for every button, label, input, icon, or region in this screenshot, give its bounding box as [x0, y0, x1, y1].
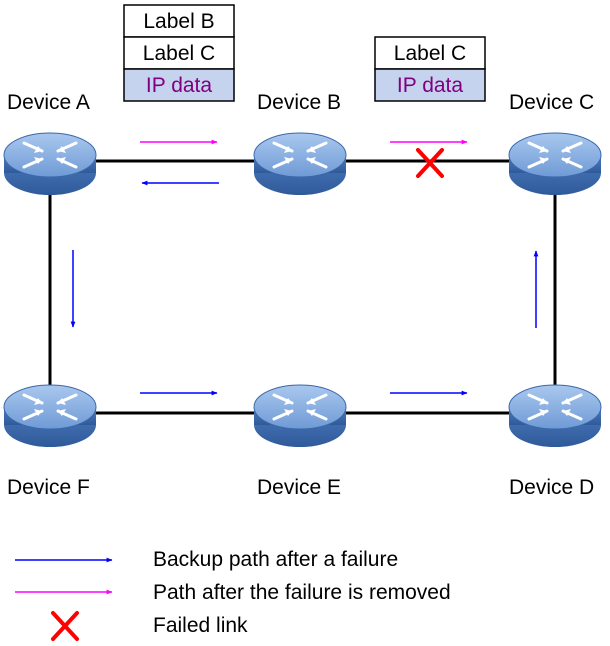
label-stack-a-b: Label B Label C IP data	[123, 4, 235, 102]
router-icon	[507, 383, 603, 449]
router-icon	[252, 131, 348, 197]
stack-cell: Label C	[143, 42, 215, 65]
links	[48, 159, 557, 415]
legend-backup-label: Backup path after a failure	[153, 548, 398, 571]
router-icon	[2, 131, 98, 197]
legend-restored-label: Path after the failure is removed	[153, 581, 451, 604]
stack-cell: Label B	[143, 10, 214, 33]
device-d-label: Device D	[509, 476, 594, 499]
label-stack-b-c: Label C IP data	[374, 36, 486, 102]
stack-cell-ip-data: IP data	[146, 74, 212, 97]
legend-failed-label: Failed link	[153, 614, 248, 637]
device-b-label: Device B	[257, 91, 341, 114]
router-icon	[507, 131, 603, 197]
device-e-label: Device E	[257, 476, 341, 499]
failure-x-icon	[416, 148, 444, 178]
stack-cell-ip-data: IP data	[397, 74, 463, 97]
router-icon	[2, 383, 98, 449]
stack-cell: Label C	[394, 42, 466, 65]
traffic-arrows	[70, 139, 539, 396]
legend: Backup path after a failure Path after t…	[15, 548, 451, 641]
router-icon	[252, 383, 348, 449]
device-f-label: Device F	[7, 476, 90, 499]
device-a-label: Device A	[7, 91, 90, 114]
device-c-label: Device C	[509, 91, 594, 114]
legend-failed-x-icon	[51, 611, 79, 641]
